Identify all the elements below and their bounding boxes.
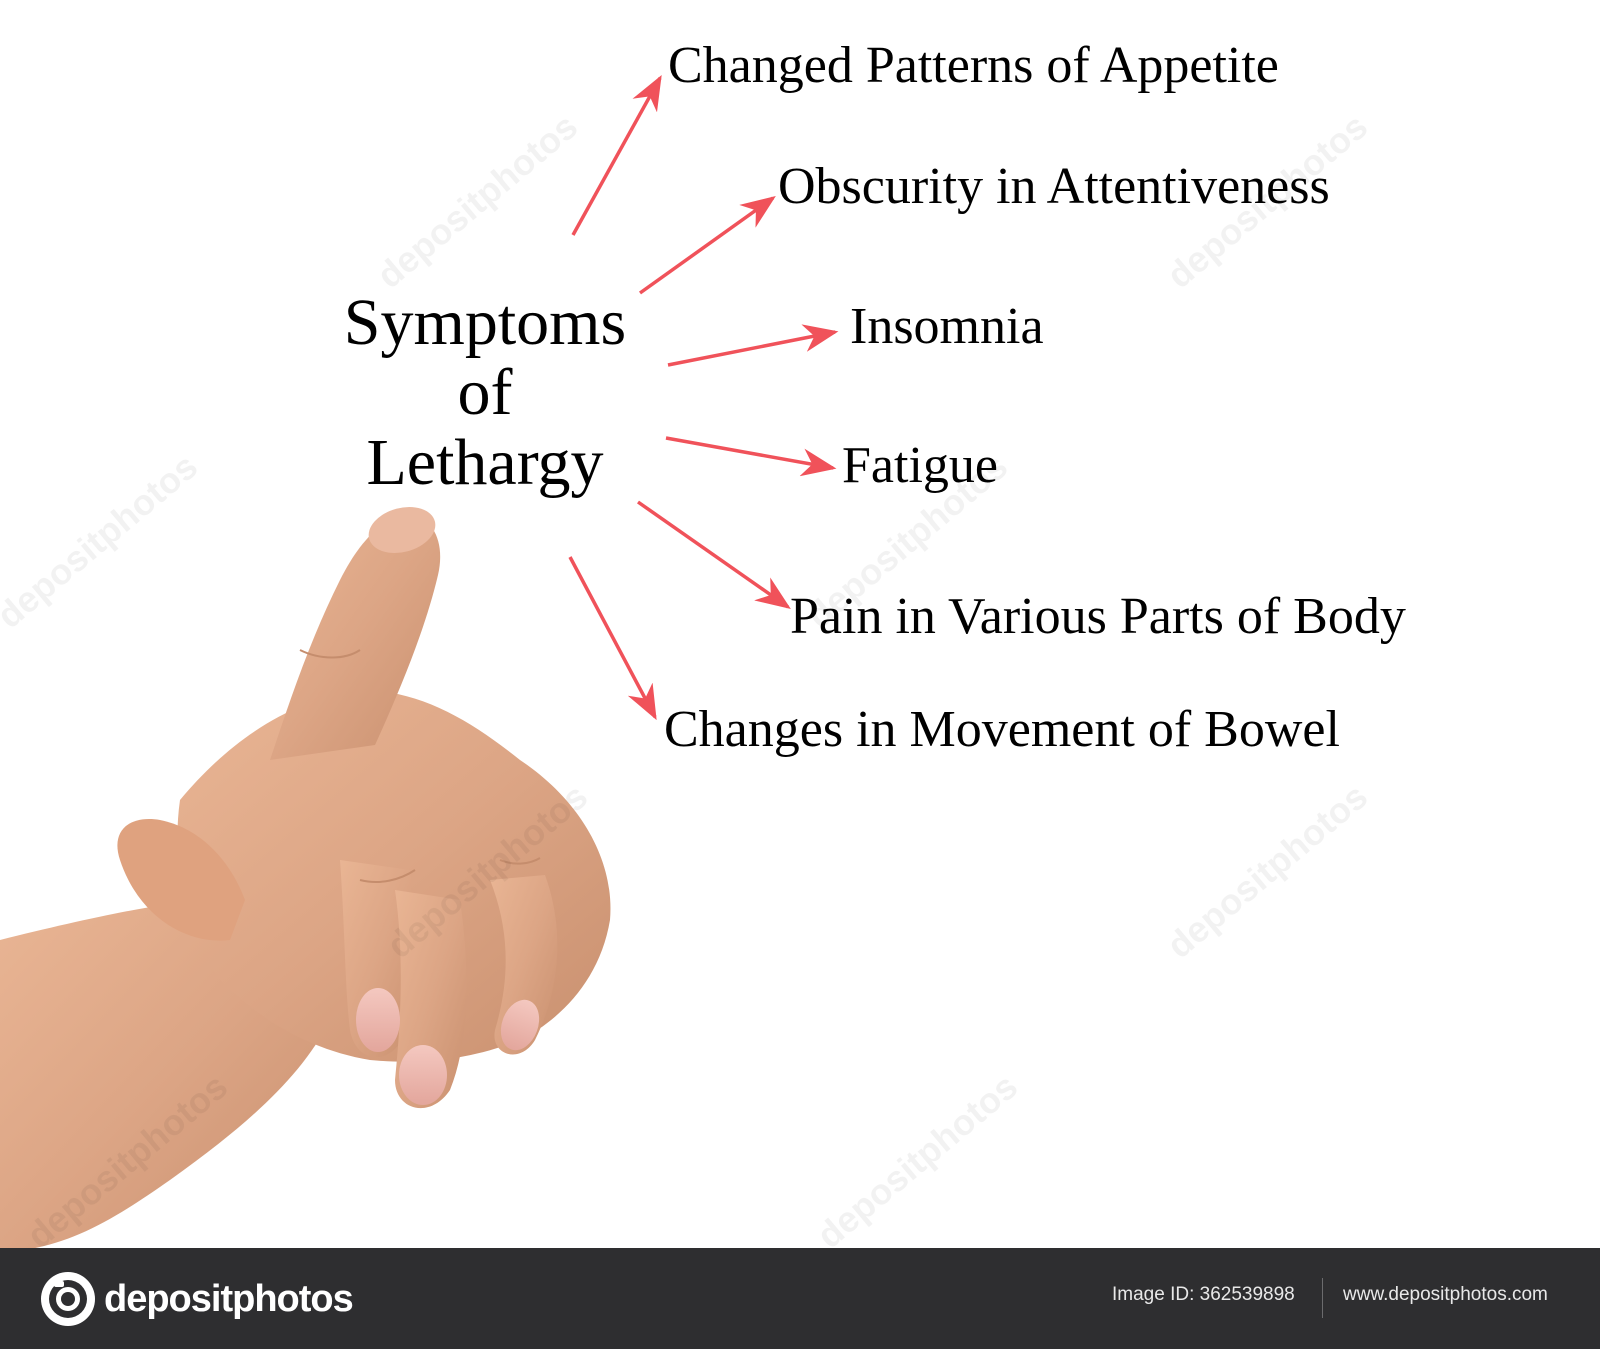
center-title-line-1: Symptoms [343,286,627,359]
arrow-to-fatigue [665,436,837,477]
symptom-fatigue: Fatigue [842,437,998,494]
arrow-to-insomnia [667,324,839,367]
arrow-to-appetite [571,74,662,236]
camera-logo-icon [41,1272,95,1326]
center-title-line-3: Lethargy [366,426,604,499]
footer-divider [1322,1278,1323,1318]
arrow-to-pain [636,500,791,610]
brand-name: depositphotos [104,1277,354,1320]
site-link[interactable]: www.depositphotos.com [1343,1284,1548,1305]
arrow-to-bowel [568,556,657,721]
symptom-bowel: Changes in Movement of Bowel [664,701,1340,758]
brand-logo[interactable]: depositphotos [40,1270,354,1328]
stock-footer-bar: depositphotos Image ID: 362539898 www.de… [0,1248,1600,1349]
symptom-pain: Pain in Various Parts of Body [790,588,1406,645]
symptom-appetite: Changed Patterns of Appetite [668,37,1279,94]
symptom-attentiveness: Obscurity in Attentiveness [778,158,1330,215]
center-title: Symptoms of Lethargy [300,288,670,498]
arrow-to-attentiveness [638,195,776,295]
center-title-line-2: of [457,356,513,429]
image-id-label: Image ID: 362539898 [1112,1284,1295,1305]
symptom-insomnia: Insomnia [850,298,1044,355]
